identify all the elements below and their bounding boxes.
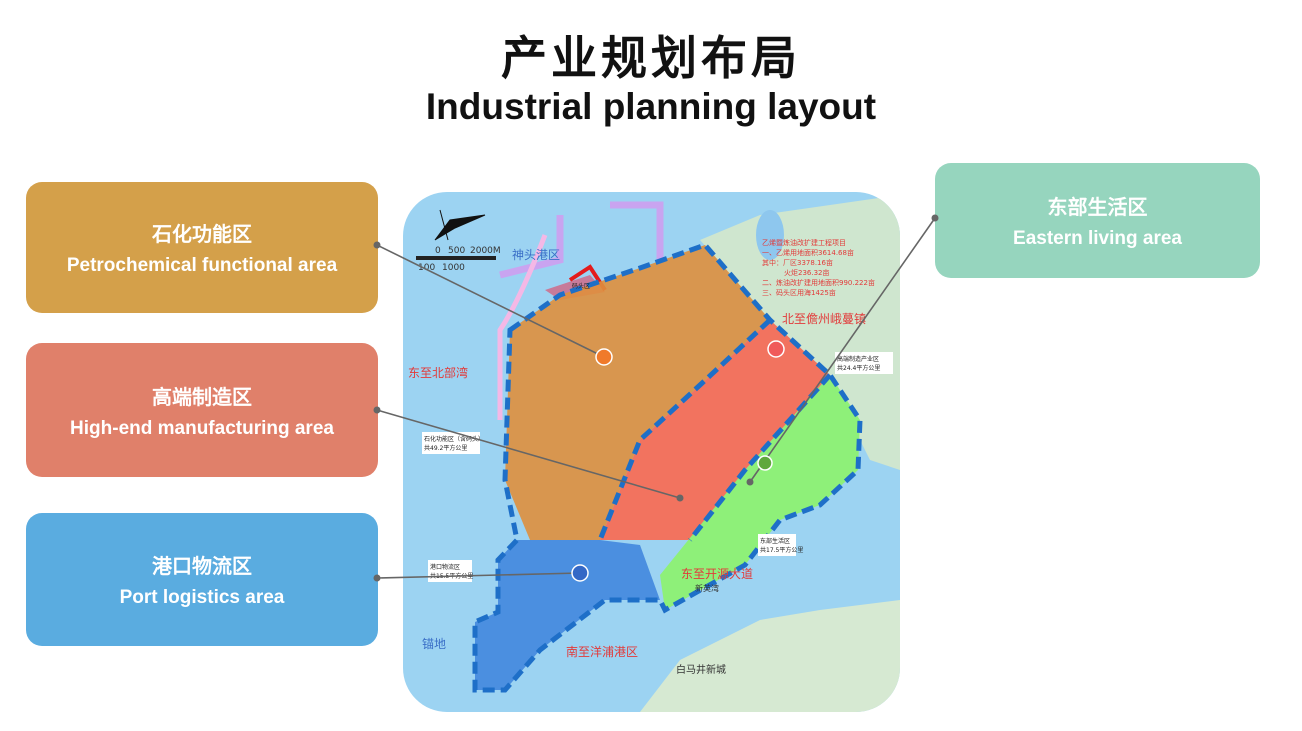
eastern-living-card: 东部生活区 Eastern living area xyxy=(935,163,1260,278)
high-end-manufacturing-card: 高端制造区 High-end manufacturing area xyxy=(26,343,378,477)
card-title-cn: 东部生活区 xyxy=(1047,197,1148,219)
card-title-cn: 高端制造区 xyxy=(152,386,252,409)
card-title-en: Eastern living area xyxy=(1013,228,1182,249)
card-title-cn: 港口物流区 xyxy=(152,556,252,578)
card-title-en: Port logistics area xyxy=(119,587,285,608)
page-title-cn: 产业规划布局 xyxy=(501,31,801,85)
page-title-en: Industrial planning layout xyxy=(425,86,877,127)
planning-map xyxy=(403,192,900,712)
card-title-en: High-end manufacturing area xyxy=(70,417,334,439)
card-title-en: Petrochemical functional area xyxy=(66,255,338,276)
petrochemical-area-card: 石化功能区 Petrochemical functional area xyxy=(26,182,378,313)
card-title-cn: 石化功能区 xyxy=(152,224,252,246)
port-logistics-card: 港口物流区 Port logistics area xyxy=(26,513,378,646)
